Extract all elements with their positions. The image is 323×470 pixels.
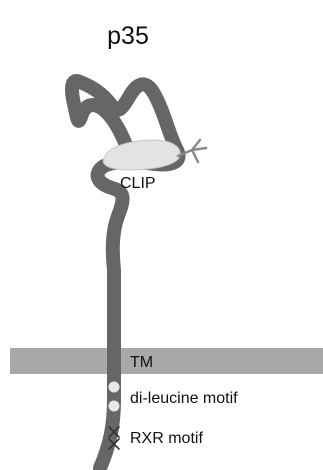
- membrane-band: [10, 348, 323, 374]
- rxr-motif-label: RXR motif: [130, 430, 203, 447]
- dileucine-dot-icon: [109, 382, 120, 393]
- dileucine-dot-icon: [109, 401, 120, 412]
- protein-chain: [72, 81, 179, 468]
- clip-label: CLIP: [120, 175, 156, 192]
- dileucine-motif-label: di-leucine motif: [130, 390, 238, 407]
- diagram-title: p35: [107, 22, 149, 50]
- tm-label: TM: [130, 354, 153, 371]
